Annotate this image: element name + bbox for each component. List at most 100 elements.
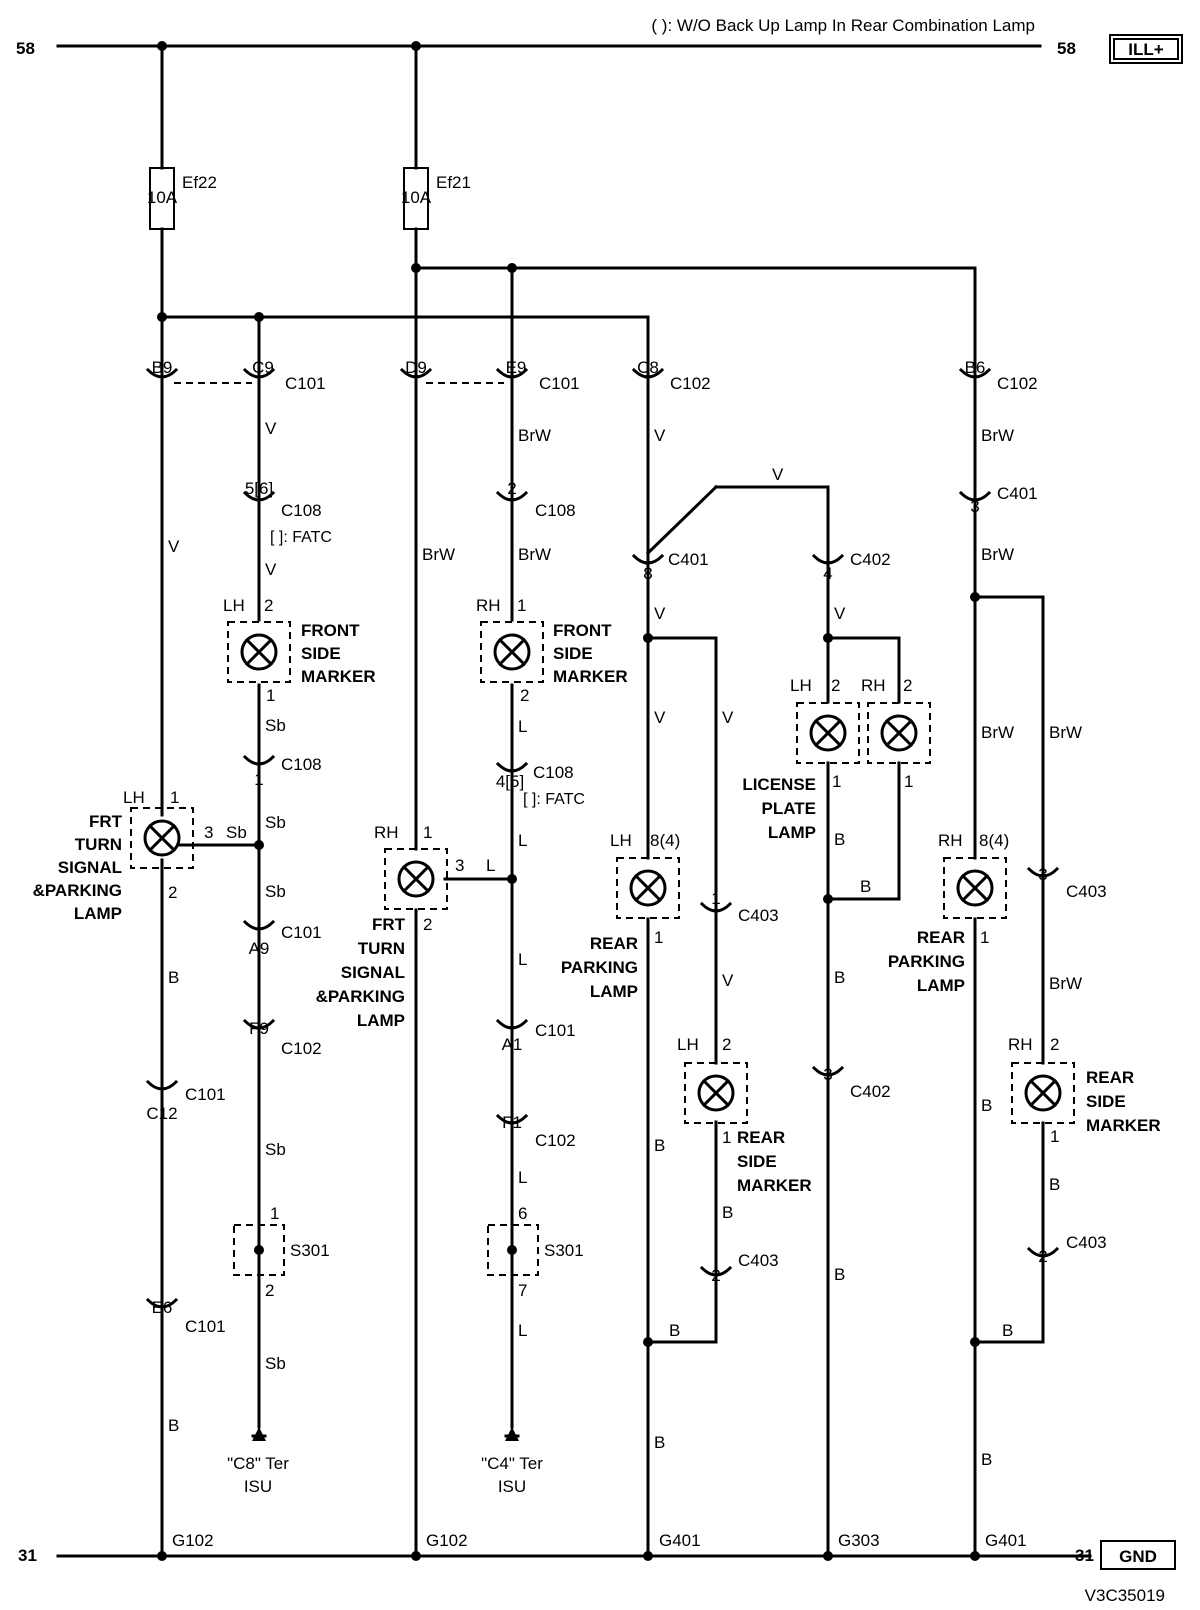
frt-turn-signal-rh-lamp [384, 848, 448, 910]
svg-text:S301: S301 [290, 1241, 330, 1260]
lamp-side-label: LH [123, 788, 145, 807]
connector-name: C101 [185, 1085, 226, 1104]
lamp-label: REAR [590, 934, 638, 953]
connector-arc [495, 1018, 529, 1030]
terminal-c4: "C4" Ter ISU [481, 1427, 543, 1496]
svg-text:G401: G401 [985, 1531, 1027, 1550]
svg-text:V: V [772, 465, 784, 484]
lamp-label: MARKER [553, 667, 628, 686]
connector-arc [495, 367, 529, 379]
wire-color-labels: V B B V V Sb Sb Sb Sb Sb Sb BrW BrW BrW … [168, 419, 1082, 1469]
connector-pin: 4 [823, 564, 832, 583]
lamp-label: REAR [1086, 1068, 1134, 1087]
lamp-side-label: LH [610, 831, 632, 850]
lamp-pin: 2 [722, 1035, 731, 1054]
connector-name: C101 [281, 923, 322, 942]
svg-text:B: B [168, 1416, 179, 1435]
rear-parking-rh-lamp [943, 857, 1007, 919]
connector-pin: B9 [152, 358, 173, 377]
lamp-pin: 2 [264, 596, 273, 615]
connector-arc [699, 901, 733, 913]
svg-text:Sb: Sb [265, 1140, 286, 1159]
svg-text:GND: GND [1119, 1547, 1157, 1566]
svg-text:Sb: Sb [265, 716, 286, 735]
connector-name: C401 [668, 550, 709, 569]
terminal-c8: "C8" Ter ISU [227, 1427, 289, 1496]
connector-pin: 3 [970, 497, 979, 516]
svg-text:BrW: BrW [981, 723, 1014, 742]
connector-pin: F9 [249, 1019, 269, 1038]
lamp-side-label: RH [374, 823, 399, 842]
connector-pin: 2 [711, 1266, 720, 1285]
svg-text:S301: S301 [544, 1241, 584, 1260]
lamp-label: &PARKING [33, 881, 122, 900]
connector-arc [631, 553, 665, 565]
fuse-ef21: 10A Ef21 [401, 167, 471, 230]
lamp-label: SIGNAL [341, 963, 405, 982]
svg-text:V: V [168, 537, 180, 556]
connector-arc [242, 490, 276, 502]
connector-pin: 8 [643, 564, 652, 583]
connector-pin: 2 [1038, 1247, 1047, 1266]
lamp-label: LAMP [74, 904, 122, 923]
connector-pin: E6 [152, 1298, 173, 1317]
connector-arc [699, 1265, 733, 1277]
rear-side-marker-rh-lamp [1011, 1062, 1075, 1124]
lamp-side-label: RH [476, 596, 501, 615]
lamp-label: REAR [737, 1128, 785, 1147]
svg-text:V: V [834, 604, 846, 623]
connector-name: C102 [281, 1039, 322, 1058]
connector-name: C102 [535, 1131, 576, 1150]
svg-text:ISU: ISU [498, 1477, 526, 1496]
connector-pin: 2 [507, 479, 516, 498]
lamp-label: TURN [75, 835, 122, 854]
splice-s301-right: 6 S301 7 [487, 1204, 584, 1300]
svg-text:V: V [265, 560, 277, 579]
svg-text:G401: G401 [659, 1531, 701, 1550]
lamp-label: TURN [358, 939, 405, 958]
lamp-label: SIDE [301, 644, 341, 663]
lamp-pin: 1 [1050, 1127, 1059, 1146]
lamp-label: PLATE [762, 799, 816, 818]
connector-pin: 3 [823, 1065, 832, 1084]
svg-text:B: B [168, 968, 179, 987]
connector-pin: A9 [249, 939, 270, 958]
svg-text:L: L [518, 831, 527, 850]
ground-labels: G102 G102 G401 G303 G401 [172, 1531, 1027, 1550]
connector-arc [145, 1079, 179, 1091]
front-side-marker-rh-lamp [480, 621, 544, 683]
lamp-pin: 1 [654, 928, 663, 947]
wires [160, 44, 1045, 1558]
connector-name: C102 [670, 374, 711, 393]
svg-text:L: L [518, 717, 527, 736]
ill-plus-tag: ILL+ [1109, 34, 1183, 64]
diagram-code: V3C35019 [1085, 1586, 1165, 1605]
connector-name: C403 [738, 1251, 779, 1270]
lamp-side-label: RH [861, 676, 886, 695]
connector-arc [1026, 1246, 1060, 1258]
splice-s301-left: 1 S301 2 [233, 1204, 330, 1300]
svg-text:V: V [265, 419, 277, 438]
rear-side-marker-lh-lamp [684, 1062, 748, 1124]
svg-text:"C8" Ter: "C8" Ter [227, 1454, 289, 1473]
connector-name: C108 [535, 501, 576, 520]
fatc-note: [ ]: FATC [523, 791, 585, 808]
connector-name: C401 [997, 484, 1038, 503]
svg-text:V: V [654, 426, 666, 445]
svg-text:B: B [669, 1321, 680, 1340]
svg-text:ILL+: ILL+ [1128, 40, 1163, 59]
connector-name: C108 [281, 501, 322, 520]
lamp-pin: 2 [1050, 1035, 1059, 1054]
lamp-label: SIGNAL [58, 858, 122, 877]
connector-arc [145, 1297, 179, 1309]
lamp-label: LAMP [917, 976, 965, 995]
license-plate-rh-lamp [867, 702, 931, 764]
frt-turn-signal-lh-lamp [130, 807, 194, 869]
svg-text:"C4" Ter: "C4" Ter [481, 1454, 543, 1473]
lamp-label: LAMP [590, 982, 638, 1001]
connector-name: C108 [281, 755, 322, 774]
connector-pin: C9 [252, 358, 274, 377]
connector-arc [495, 1113, 529, 1125]
connector-name: C102 [997, 374, 1038, 393]
lamp-label: MARKER [1086, 1116, 1161, 1135]
